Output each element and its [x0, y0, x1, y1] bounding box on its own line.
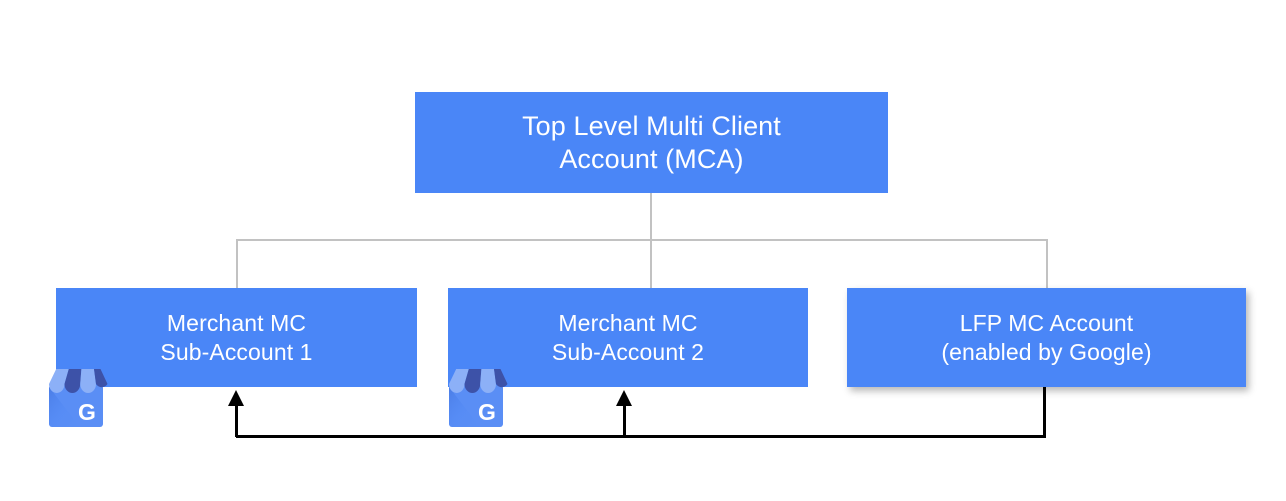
arrowhead-into-sub2: [616, 390, 632, 406]
flow-line-lfp-down: [1043, 387, 1046, 438]
connector-horizontal-bus: [236, 239, 1048, 241]
svg-text:G: G: [78, 399, 96, 425]
connector-drop-sub1: [236, 239, 238, 289]
google-my-business-icon: G: [49, 369, 108, 427]
svg-text:G: G: [478, 399, 496, 425]
node-top-level-mca[interactable]: Top Level Multi Client Account (MCA): [415, 92, 888, 193]
connector-top-stem: [650, 193, 652, 241]
arrowhead-into-sub1: [228, 390, 244, 406]
node-lfp-mc-account-label: LFP MC Account (enabled by Google): [941, 310, 1152, 365]
flow-line-up-sub1: [235, 400, 238, 437]
node-merchant-sub-account-2-label: Merchant MC Sub-Account 2: [551, 310, 705, 365]
node-top-level-mca-label: Top Level Multi Client Account (MCA): [522, 110, 781, 174]
google-my-business-icon: G: [449, 369, 508, 427]
node-merchant-sub-account-1-label: Merchant MC Sub-Account 1: [160, 310, 313, 365]
flow-line-up-sub2: [623, 400, 626, 437]
connector-drop-sub2: [650, 239, 652, 289]
flow-line-bottom: [236, 435, 1046, 438]
connector-drop-lfp: [1046, 239, 1048, 289]
node-merchant-sub-account-1[interactable]: Merchant MC Sub-Account 1: [56, 288, 417, 387]
node-merchant-sub-account-2[interactable]: Merchant MC Sub-Account 2: [448, 288, 808, 387]
node-lfp-mc-account[interactable]: LFP MC Account (enabled by Google): [847, 288, 1246, 387]
